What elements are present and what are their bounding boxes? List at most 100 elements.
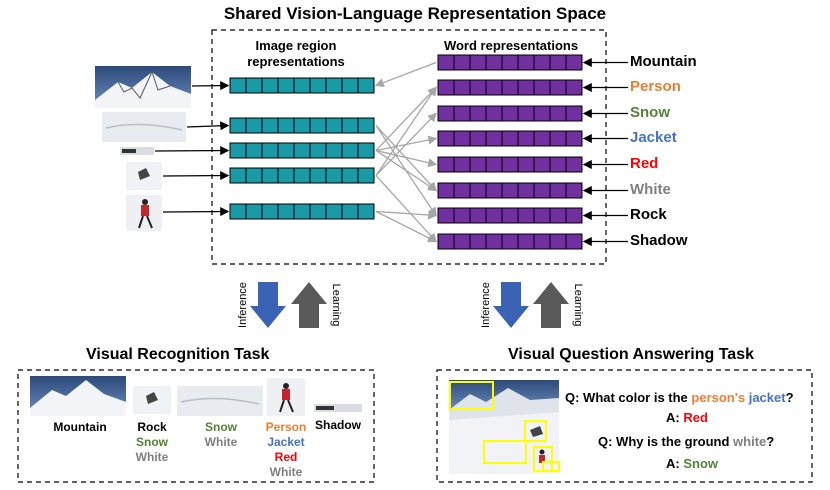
word-label: White xyxy=(630,180,671,198)
word-label: Red xyxy=(630,154,659,172)
vr-label: Rock xyxy=(137,420,167,434)
image-region-header: Image region representations xyxy=(236,38,356,70)
left-inference-label: Inference xyxy=(237,282,249,328)
q2-suffix: ? xyxy=(766,434,775,449)
word-vector-6 xyxy=(437,182,583,199)
vr-label: White xyxy=(135,450,169,464)
word-label: Mountain xyxy=(630,52,697,70)
word-vectors xyxy=(437,54,583,250)
q2-prefix: Q: Why is the ground xyxy=(598,434,734,449)
visual-recognition-title: Visual Recognition Task xyxy=(86,346,270,363)
vr-thumb-snow xyxy=(177,386,263,416)
right-inference-label: Inference xyxy=(480,282,492,328)
q2-white: white xyxy=(733,434,767,449)
vr-label: Red xyxy=(274,450,298,464)
vr-label: White xyxy=(269,465,303,479)
vr-label: Jacket xyxy=(267,435,305,449)
vr-label: Snow xyxy=(136,435,168,449)
connector-11 xyxy=(375,210,438,220)
connector-9 xyxy=(375,112,437,176)
thumb-person xyxy=(126,195,162,231)
vr-label: Mountain xyxy=(53,420,107,434)
word-vector-4 xyxy=(437,130,583,147)
image-arrow-3 xyxy=(154,146,230,156)
word-label: Shadow xyxy=(630,231,688,249)
vqa-question-1: Q: What color is the person's jacket? xyxy=(565,390,794,405)
word-vector-7 xyxy=(437,207,583,224)
region-vector-3 xyxy=(229,142,375,159)
connector-4 xyxy=(375,86,437,151)
connector-7 xyxy=(375,149,438,192)
right-inference-arrow xyxy=(493,282,529,328)
vr-thumb-rock xyxy=(133,386,171,414)
a2-prefix: A: xyxy=(666,456,684,471)
vqa-bbox-rock xyxy=(524,420,547,442)
word-header: Word representations xyxy=(443,38,579,53)
vr-thumb-shadow xyxy=(314,404,362,412)
a1-prefix: A: xyxy=(666,410,684,425)
a1-answer: Red xyxy=(683,410,708,425)
q1-jacket: jacket xyxy=(748,390,786,405)
connector-8 xyxy=(375,86,437,176)
region-vector-4 xyxy=(229,167,375,184)
vr-thumb-mountain xyxy=(30,376,126,416)
vr-label: Shadow xyxy=(314,418,361,432)
vr-label-column: Mountain xyxy=(40,420,120,435)
region-vector-5 xyxy=(229,203,375,220)
word-vector-5 xyxy=(437,156,583,173)
vqa-answer-1: A: Red xyxy=(666,410,708,425)
vqa-title: Visual Question Answering Task xyxy=(508,346,754,363)
word-vector-1 xyxy=(437,54,583,71)
vqa-box xyxy=(436,369,813,483)
diagram-title: Shared Vision-Language Representation Sp… xyxy=(223,4,607,23)
word-label: Rock xyxy=(630,205,667,223)
vqa-image xyxy=(449,380,560,474)
vr-thumb-person xyxy=(267,378,305,416)
right-learning-arrow xyxy=(533,282,569,328)
region-vector-2 xyxy=(229,117,375,134)
image-region-header-line2: representations xyxy=(247,54,345,69)
vqa-question-2: Q: Why is the ground white? xyxy=(598,434,774,449)
q1-person: person's xyxy=(691,390,746,405)
connector-10 xyxy=(375,175,437,243)
word-label: Person xyxy=(630,77,681,95)
image-input-arrows xyxy=(154,81,230,217)
word-vector-2 xyxy=(437,79,583,96)
left-learning-arrow xyxy=(291,282,327,328)
vr-label: Snow xyxy=(205,420,237,434)
q1-prefix: Q: What color is the xyxy=(565,390,692,405)
vqa-bbox-shadow xyxy=(542,461,560,472)
a2-answer: Snow xyxy=(683,456,719,471)
image-arrow-1 xyxy=(191,81,230,91)
left-inference-arrow xyxy=(250,282,286,328)
word-vector-8 xyxy=(437,233,583,250)
vr-label: Person xyxy=(265,420,307,434)
thumb-mountain xyxy=(95,66,191,108)
connector-6 xyxy=(375,149,438,168)
connector-1 xyxy=(374,61,437,87)
image-arrow-2 xyxy=(186,121,230,131)
image-arrow-4 xyxy=(162,171,230,181)
word-vector-3 xyxy=(437,105,583,122)
vr-label: White xyxy=(204,435,238,449)
image-region-header-line1: Image region xyxy=(255,38,337,53)
word-input-arrows xyxy=(582,57,628,247)
vr-label-column: Shadow xyxy=(298,418,378,433)
vqa-bbox-mountain xyxy=(449,381,494,410)
word-label: Snow xyxy=(630,103,670,121)
right-learning-label: Learning xyxy=(572,284,584,327)
thumb-snow-track xyxy=(102,112,186,142)
q1-suffix: ? xyxy=(785,390,794,405)
thumb-shadow-strip xyxy=(120,147,154,155)
region-vector-1 xyxy=(229,77,375,94)
vqa-answer-2: A: Snow xyxy=(666,456,718,471)
connector-12 xyxy=(375,210,438,243)
image-region-vectors xyxy=(229,77,375,220)
thumb-rock xyxy=(126,162,162,190)
word-label: Jacket xyxy=(630,128,677,146)
shared-space-box xyxy=(211,29,607,265)
left-learning-label: Learning xyxy=(330,284,342,327)
